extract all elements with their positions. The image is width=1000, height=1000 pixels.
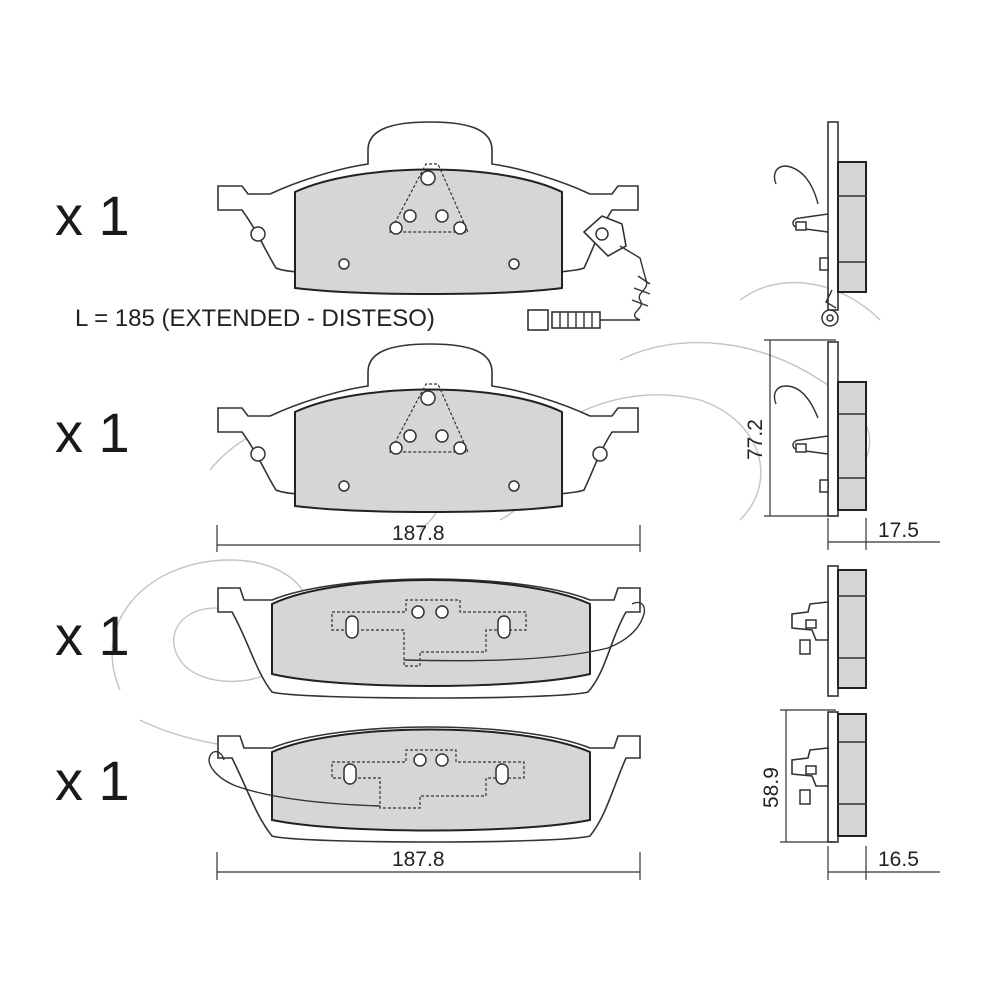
- thickness-dimension-bottom: [827, 846, 940, 880]
- quantity-label-1: x 1: [55, 184, 130, 247]
- thickness-dimension-bottom-label: 16.5: [878, 848, 919, 871]
- thickness-dimension-top-label: 17.5: [878, 519, 919, 542]
- quantity-label-3: x 1: [55, 604, 130, 667]
- width-dimension-top-label: 187.8: [392, 522, 445, 545]
- height-dimension-top-label: 77.2: [744, 419, 767, 460]
- side-view-3: [791, 565, 867, 697]
- sensor-connector: [527, 309, 640, 331]
- quantity-label-2: x 1: [55, 401, 130, 464]
- quantity-label-4: x 1: [55, 749, 130, 812]
- brake-pad-3-front: [217, 578, 646, 699]
- side-view-4: [791, 711, 867, 843]
- width-dimension-bottom: [216, 852, 641, 880]
- height-dimension-bottom: [780, 709, 836, 843]
- brake-pad-4-front: [208, 726, 641, 843]
- thickness-dimension-top: [827, 518, 940, 550]
- width-dimension-top: [216, 525, 641, 552]
- height-dimension-bottom-label: 58.9: [760, 767, 783, 808]
- height-dimension-top: [764, 339, 836, 517]
- wire-length-note: L = 185 (EXTENDED - DISTESO): [75, 305, 435, 332]
- brake-pad-2-front: [217, 343, 639, 513]
- brake-pad-1-front: [217, 121, 651, 321]
- side-view-1: [773, 121, 867, 327]
- side-view-2: [773, 341, 867, 517]
- width-dimension-bottom-label: 187.8: [392, 848, 445, 871]
